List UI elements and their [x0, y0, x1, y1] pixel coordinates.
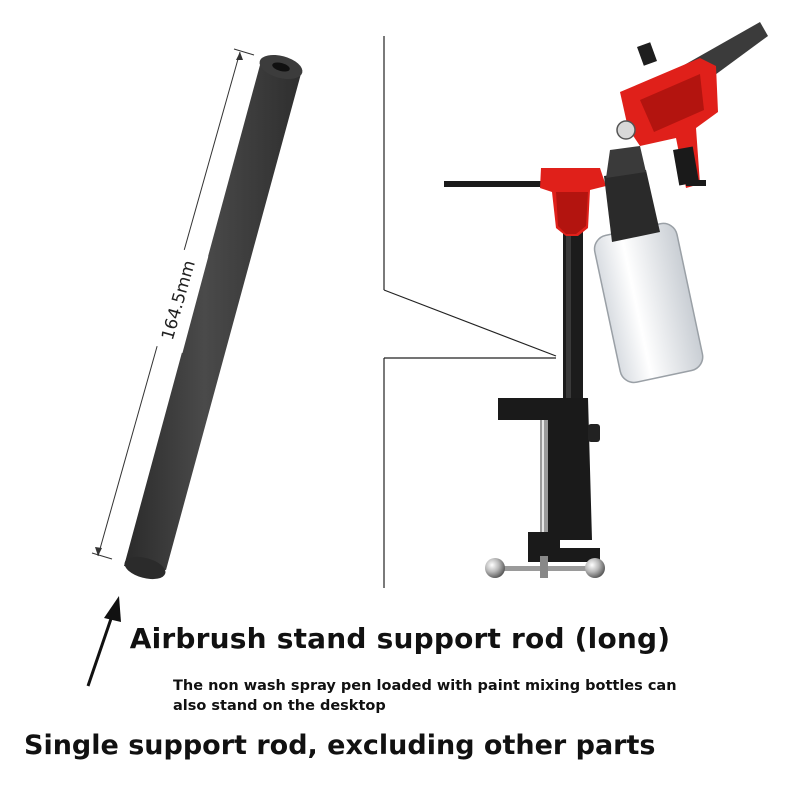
product-title: Airbrush stand support rod (long) — [129, 622, 671, 655]
product-description: The non wash spray pen loaded with paint… — [173, 678, 677, 714]
support-rod — [124, 54, 303, 580]
footer-note: Single support rod, excluding other part… — [24, 730, 656, 761]
callout-lines — [383, 36, 557, 588]
airbrush-stand — [444, 168, 606, 578]
pointer-arrow — [86, 596, 121, 687]
airbrush-pen — [593, 22, 768, 384]
